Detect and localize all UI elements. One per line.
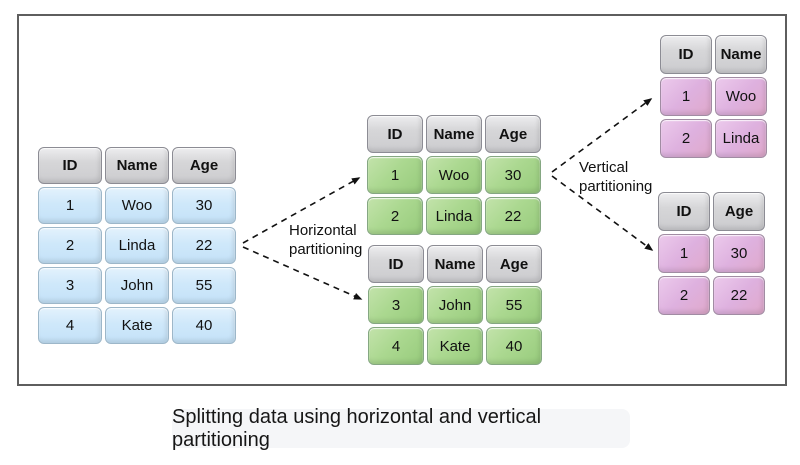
table-cell: John: [105, 267, 169, 304]
table-cell: 22: [485, 197, 541, 235]
table-cell: 2: [660, 119, 712, 158]
table-cell: Linda: [105, 227, 169, 264]
table-cell: 2: [38, 227, 102, 264]
table-cell: 30: [172, 187, 236, 224]
table-header-cell: Name: [426, 115, 482, 153]
table-header-cell: Age: [485, 115, 541, 153]
table-header-cell: ID: [368, 245, 424, 283]
table-cell: 1: [38, 187, 102, 224]
table-cell: 1: [658, 234, 710, 273]
table-cell: 4: [38, 307, 102, 344]
table-cell: 40: [172, 307, 236, 344]
table-cell: Woo: [426, 156, 482, 194]
vertical-partitioning-label: Vertical partitioning: [579, 159, 653, 195]
table-header-cell: ID: [658, 192, 710, 231]
horizontal-partitioning-label: Horizontal partitioning: [289, 222, 363, 258]
diagram-caption: Splitting data using horizontal and vert…: [172, 406, 630, 451]
table-cell: 1: [660, 77, 712, 116]
table-cell: 40: [486, 327, 542, 365]
table-header-cell: ID: [367, 115, 423, 153]
table-cell: Linda: [715, 119, 767, 158]
table-cell: 30: [485, 156, 541, 194]
table-cell: 30: [713, 234, 765, 273]
table-cell: Linda: [426, 197, 482, 235]
table-cell: 22: [172, 227, 236, 264]
table-cell: 55: [172, 267, 236, 304]
table-cell: Kate: [105, 307, 169, 344]
table-cell: Woo: [105, 187, 169, 224]
table-header-cell: ID: [38, 147, 102, 184]
table-cell: 2: [658, 276, 710, 315]
diagram-caption-text: Splitting data using horizontal and vert…: [172, 405, 542, 451]
table-cell: 3: [368, 286, 424, 324]
table-header-cell: Age: [172, 147, 236, 184]
table-cell: John: [427, 286, 483, 324]
table-cell: Kate: [427, 327, 483, 365]
table-cell: Woo: [715, 77, 767, 116]
table-header-cell: Name: [105, 147, 169, 184]
table-header-cell: Age: [713, 192, 765, 231]
table-cell: 1: [367, 156, 423, 194]
table-cell: 3: [38, 267, 102, 304]
table-header-cell: Name: [427, 245, 483, 283]
table-cell: 2: [367, 197, 423, 235]
table-cell: 4: [368, 327, 424, 365]
table-header-cell: ID: [660, 35, 712, 74]
table-header-cell: Age: [486, 245, 542, 283]
table-cell: 22: [713, 276, 765, 315]
table-cell: 55: [486, 286, 542, 324]
table-header-cell: Name: [715, 35, 767, 74]
